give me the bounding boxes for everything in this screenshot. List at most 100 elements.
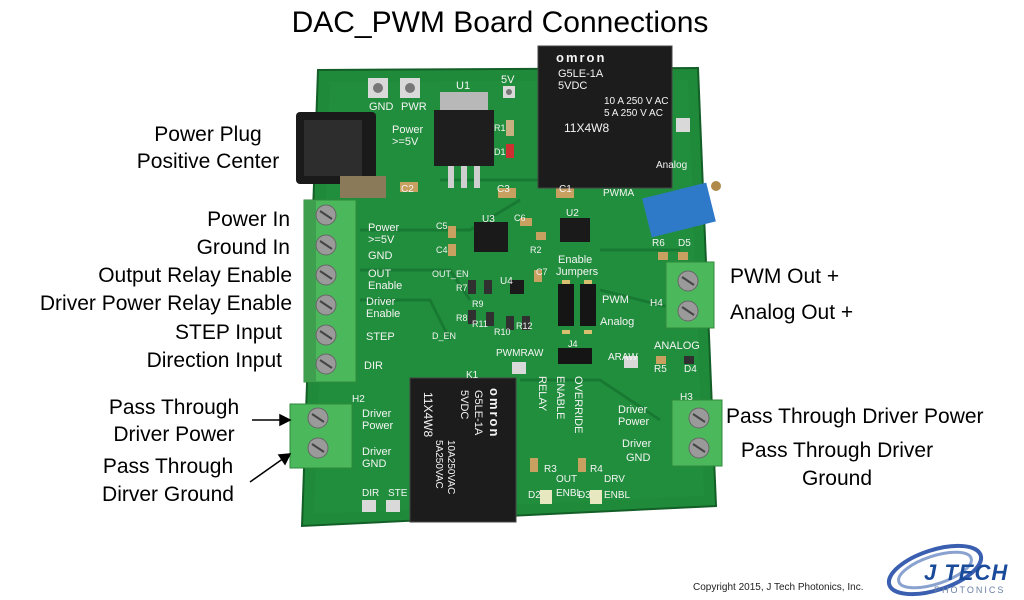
copyright-notice: Copyright 2015, J Tech Photonics, Inc. xyxy=(693,582,864,593)
silk-r9: R9 xyxy=(472,299,484,309)
silk-c4: C4 xyxy=(436,245,448,255)
silk-override: OVERRIDE xyxy=(572,376,584,434)
relay-top-rating-1: 10 A 250 V AC xyxy=(604,96,669,107)
silk-r6: R6 xyxy=(652,238,665,249)
silk-dir-bottom: DIR xyxy=(362,488,380,499)
silk-j4: J4 xyxy=(568,339,578,349)
silk-h2-power: Power xyxy=(362,420,394,432)
silk-out-enable: Enable xyxy=(368,280,403,292)
silk-h3-power: Power xyxy=(618,416,650,428)
relay-top xyxy=(537,45,673,189)
label-pass-through-power-1: Pass Through xyxy=(108,396,240,419)
silk-power-plug: Power xyxy=(392,124,424,136)
label-ground-in: Ground In xyxy=(196,236,290,259)
label-pass-through-driver-power: Pass Through Driver Power xyxy=(726,405,984,428)
enable-jumpers xyxy=(558,280,596,334)
silk-gnd: GND xyxy=(369,101,394,113)
silk-h3-driver: Driver xyxy=(618,404,648,416)
silk-gnd-term: GND xyxy=(368,250,393,262)
label-pass-through-ground-1: Pass Through xyxy=(102,455,234,478)
silk-r7: R7 xyxy=(456,283,468,293)
silk-analog-jumper: Analog xyxy=(600,316,635,328)
silk-driver: Driver xyxy=(366,296,396,308)
silk-d4: D4 xyxy=(684,364,697,375)
silk-d3: D3 xyxy=(578,490,591,501)
silk-dir: DIR xyxy=(364,360,383,372)
silk-u2: U2 xyxy=(566,208,579,219)
silk-d1: D1 xyxy=(494,147,506,157)
silk-d-en: D_EN xyxy=(432,331,457,341)
label-pass-through-ground-2: Dirver Ground xyxy=(102,483,234,506)
silk-pwmraw: PWMRAW xyxy=(496,348,544,359)
silk-u4: U4 xyxy=(500,276,513,287)
silk-r5: R5 xyxy=(654,364,667,375)
label-direction-input: Direction Input xyxy=(146,349,282,372)
silk-u1: U1 xyxy=(456,80,471,92)
silk-pwr: PWR xyxy=(401,101,427,113)
silk-enable-vertical: ENABLE xyxy=(554,376,566,420)
silk-c5: C5 xyxy=(436,221,448,231)
relay-top-model: G5LE-1A xyxy=(558,68,604,80)
silk-h2-driver2: Driver xyxy=(362,446,392,458)
silk-step: STEP xyxy=(366,331,395,343)
silk-pwm: PWM xyxy=(602,294,629,306)
relay-bottom-brand: omron xyxy=(487,388,502,439)
silk-enbl-2: ENBL xyxy=(604,490,631,501)
silk-pwma: PWMA xyxy=(603,188,635,199)
label-pass-through-driver-ground-2: Ground xyxy=(801,467,873,490)
label-pass-through-driver-ground-1: Pass Through Driver xyxy=(740,439,934,462)
silk-drv: DRV xyxy=(604,474,625,485)
arrow-pass-through-ground xyxy=(249,453,292,483)
silk-h2-gnd: GND xyxy=(362,458,387,470)
silk-c2: C2 xyxy=(401,184,414,195)
silk-ge5v-term: >=5V xyxy=(368,234,395,246)
silk-enable-jumpers-2: Jumpers xyxy=(556,266,599,278)
silk-r11: R11 xyxy=(472,319,488,329)
terminal-block-left xyxy=(303,199,357,383)
logo-subtitle: PHOTONICS xyxy=(934,585,1006,595)
relay-bottom-rating-1: 10A250VAC xyxy=(445,440,456,495)
silk-power-term: Power xyxy=(368,222,400,234)
silk-u3: U3 xyxy=(482,214,495,225)
silk-h3: H3 xyxy=(680,392,693,403)
logo-swoosh xyxy=(886,543,984,597)
label-power-plug: Power Plug xyxy=(154,123,262,146)
silk-araw: ARAW xyxy=(608,352,638,363)
power-jack xyxy=(296,112,386,198)
label-power-in: Power In xyxy=(207,208,290,231)
label-pwm-out: PWM Out + xyxy=(730,265,840,288)
silk-analog-top: Analog xyxy=(656,160,688,171)
label-pass-through-power-2: Driver Power xyxy=(113,423,235,446)
diagram-title: DAC_PWM Board Connections xyxy=(291,6,709,39)
silk-r8: R8 xyxy=(456,313,468,323)
silk-c1: C1 xyxy=(559,184,572,195)
label-step-input: STEP Input xyxy=(174,321,282,344)
terminal-block-h3 xyxy=(671,399,723,467)
silk-ge5v-plug: >=5V xyxy=(392,136,419,148)
terminal-block-h4 xyxy=(665,261,715,329)
silk-r1: R1 xyxy=(494,123,506,133)
logo-name: J TECH xyxy=(924,560,1009,585)
relay-bottom-code: 11X4W8 xyxy=(421,392,435,438)
label-analog-out: Analog Out + xyxy=(730,301,854,324)
silk-r10: R10 xyxy=(494,327,511,337)
silk-h3-driver2: Driver xyxy=(622,438,652,450)
silk-enbl-1: ENBL xyxy=(556,488,583,499)
label-output-relay-enable: Output Relay Enable xyxy=(98,264,292,287)
silk-c3: C3 xyxy=(497,184,510,195)
silk-driver-enable: Enable xyxy=(366,308,401,320)
relay-top-coil: 5VDC xyxy=(558,80,588,92)
silk-h4: H4 xyxy=(650,298,663,309)
silk-r3: R3 xyxy=(544,464,557,475)
label-positive-center: Positive Center xyxy=(136,150,280,173)
silk-c7: C7 xyxy=(536,267,548,277)
silk-relay: RELAY xyxy=(536,376,548,412)
silk-r12: R12 xyxy=(516,321,533,331)
arrow-pass-through-power xyxy=(252,413,292,427)
silk-r2: R2 xyxy=(530,245,542,255)
silk-d2: D2 xyxy=(528,490,541,501)
silk-5v: 5V xyxy=(501,74,515,86)
relay-bottom-model: G5LE-1A xyxy=(472,390,484,436)
silk-h3-gnd: GND xyxy=(626,452,651,464)
